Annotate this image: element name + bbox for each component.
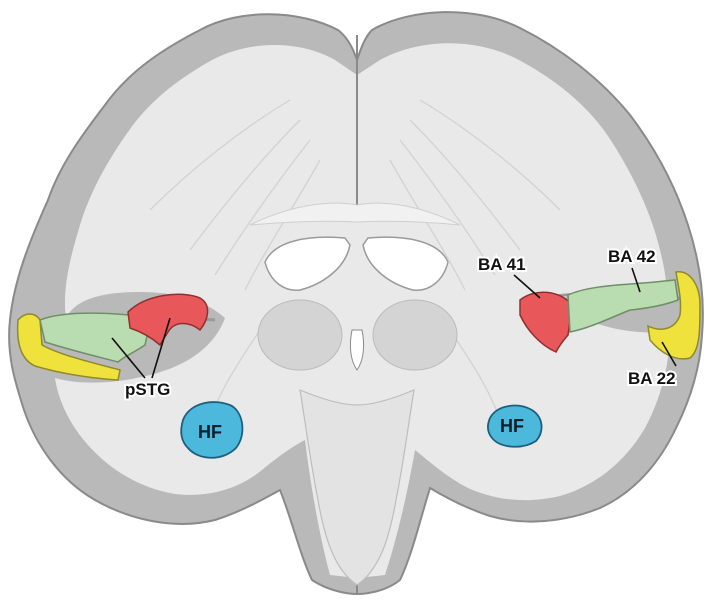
ba22-leader xyxy=(661,341,677,367)
brain-section xyxy=(8,11,704,596)
pstg-leader-b xyxy=(151,317,171,379)
label-hf-right: HF xyxy=(500,416,524,436)
ba42-leader xyxy=(631,267,641,293)
highlighted-regions xyxy=(16,271,701,459)
left-lateral-ventricle xyxy=(264,236,351,291)
brainstem xyxy=(299,389,415,586)
right-ba42-region xyxy=(567,279,679,333)
pstg-leader-a xyxy=(111,337,146,379)
label-ba42: BA 42 xyxy=(608,247,656,266)
third-ventricle xyxy=(349,329,365,371)
label-pstg: pSTG xyxy=(125,380,170,399)
labels: pSTG HF HF BA 41 BA 42 BA 22 xyxy=(123,245,678,442)
label-ba41: BA 41 xyxy=(478,255,526,274)
label-hf-left: HF xyxy=(198,422,222,442)
right-ba41-region xyxy=(519,291,573,353)
right-thalamus xyxy=(372,299,458,371)
right-lateral-ventricle xyxy=(362,236,449,291)
ba41-leader xyxy=(513,274,541,299)
left-ba22-region xyxy=(16,313,121,381)
left-hippocampal-formation xyxy=(180,401,244,459)
right-white-matter xyxy=(357,43,670,578)
left-ba41-region xyxy=(127,293,209,347)
right-ba22-region xyxy=(647,271,701,360)
right-hippocampal-formation xyxy=(487,404,543,448)
left-thalamus xyxy=(257,299,343,371)
leader-lines xyxy=(111,267,677,379)
label-ba22: BA 22 xyxy=(628,369,676,388)
corpus-callosum xyxy=(249,202,461,226)
